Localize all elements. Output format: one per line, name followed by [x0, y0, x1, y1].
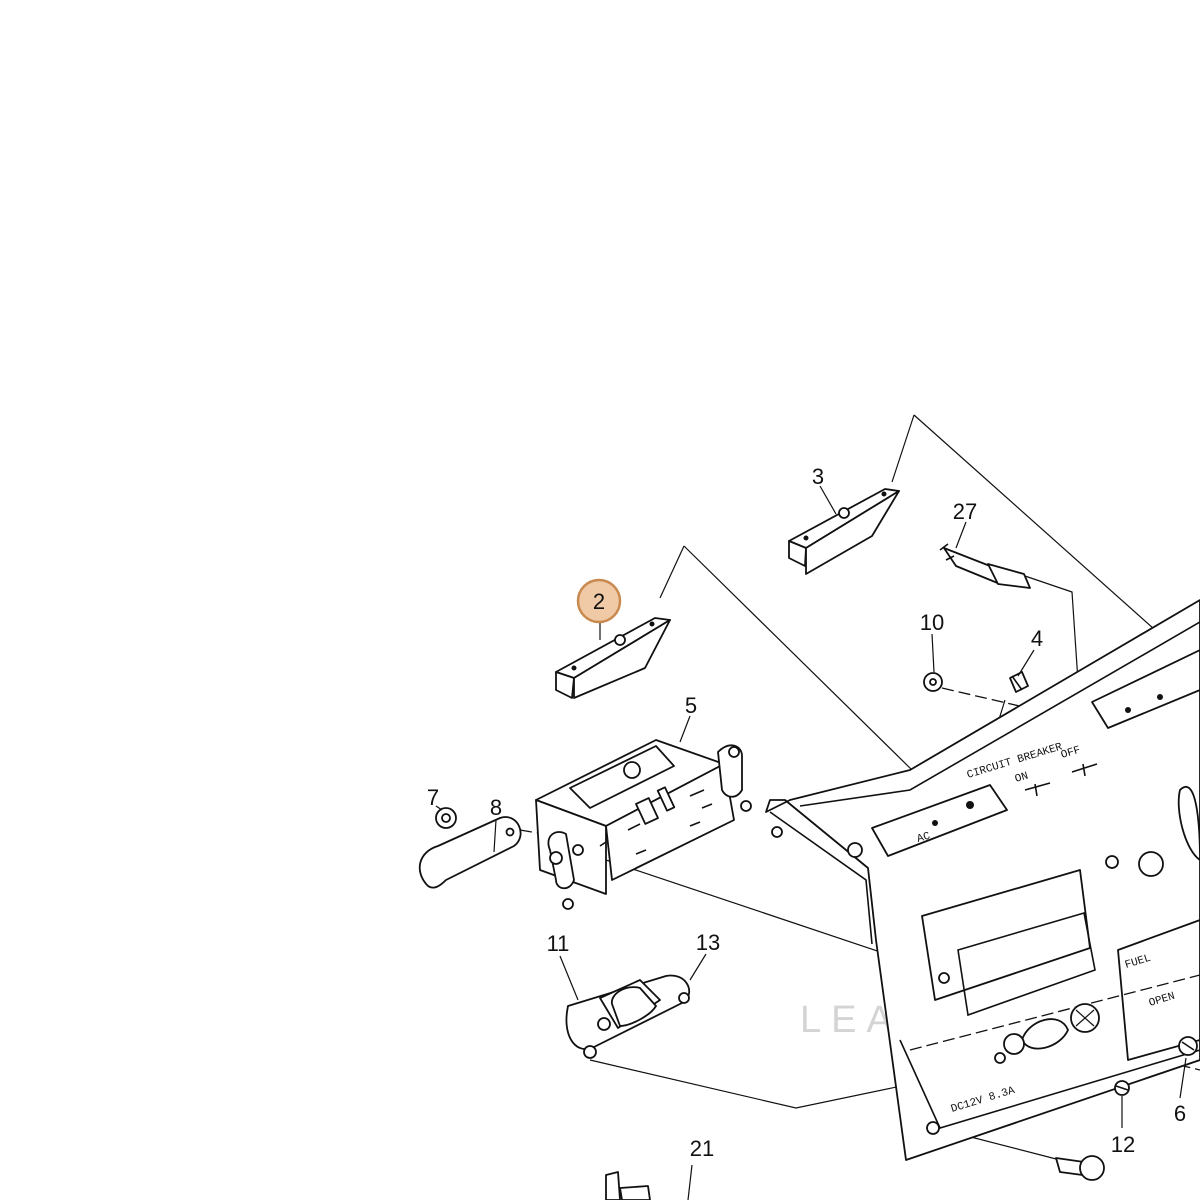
part-12-screw[interactable]: [1114, 1080, 1130, 1096]
part-7-nut[interactable]: [435, 807, 457, 829]
callout-5[interactable]: 5: [685, 693, 697, 718]
part-27-fuse-holder[interactable]: [939, 543, 1031, 589]
part-11-socket[interactable]: [565, 974, 690, 1059]
callout-6[interactable]: 6: [1174, 1101, 1186, 1126]
callout-13[interactable]: 13: [696, 930, 720, 955]
part-6-screw[interactable]: [1178, 1036, 1198, 1056]
part-2-bracket[interactable]: [555, 617, 671, 699]
panel-mount-hole: [847, 842, 863, 858]
callout-2[interactable]: 2: [593, 589, 605, 614]
callout-27[interactable]: 27: [953, 499, 977, 524]
ac-label: AC: [916, 830, 933, 845]
callout-leaders: [435, 485, 1187, 1128]
callout-numbers: 2 3 27 10 4 5 7 8 11 13 6 12 21: [427, 464, 1186, 1161]
callout-21[interactable]: 21: [690, 1136, 714, 1161]
callout-4[interactable]: 4: [1031, 626, 1043, 651]
on-label: ON: [1014, 770, 1030, 785]
bottom-bolt[interactable]: [1055, 1155, 1105, 1181]
part-4-screw[interactable]: [1009, 671, 1029, 693]
callout-8[interactable]: 8: [490, 795, 502, 820]
dc-label-plate: [1091, 649, 1200, 729]
part-8-cover-plate[interactable]: [418, 816, 522, 889]
part-10-nut[interactable]: [923, 672, 943, 692]
callout-3[interactable]: 3: [812, 464, 824, 489]
part-21-bracket[interactable]: [605, 1171, 651, 1200]
part-5-outlet[interactable]: [535, 739, 752, 910]
part-3-bracket[interactable]: [788, 488, 900, 575]
callout-12[interactable]: 12: [1111, 1132, 1135, 1157]
callout-11[interactable]: 11: [547, 931, 570, 956]
control-panel: CIRCUIT BREAKER ON OFF AC FUEL OPEN DC12…: [765, 599, 1200, 1161]
highlight-marker[interactable]: [576, 578, 622, 624]
callout-7[interactable]: 7: [427, 785, 439, 810]
callout-10[interactable]: 10: [920, 610, 944, 635]
off-label: OFF: [1060, 745, 1082, 762]
